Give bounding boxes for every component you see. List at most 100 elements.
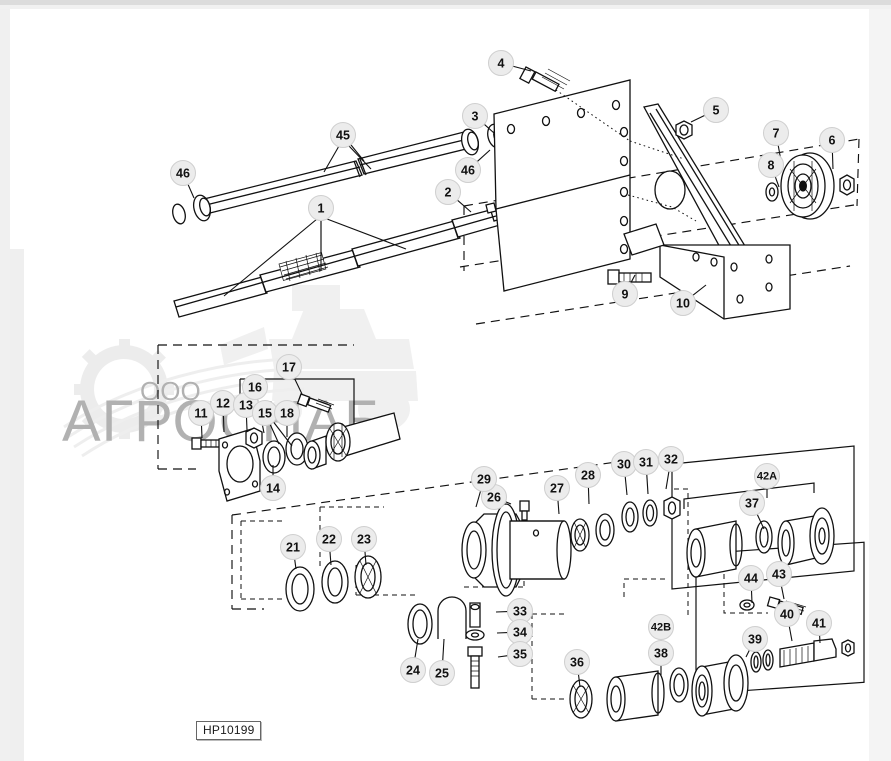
callout-12[interactable]: 12 <box>210 390 236 416</box>
leader-line-23 <box>364 551 367 566</box>
callout-4[interactable]: 4 <box>488 50 514 76</box>
leader-line-31 <box>646 474 649 495</box>
callout-24[interactable]: 24 <box>400 657 426 683</box>
callout-circle-10 <box>670 290 696 316</box>
callout-5[interactable]: 5 <box>703 97 729 123</box>
left-gutter-upper <box>10 9 24 249</box>
callout-30[interactable]: 30 <box>611 451 637 477</box>
callout-circle-2 <box>435 179 461 205</box>
callout-circle-42B <box>648 614 674 640</box>
callout-label-43: 43 <box>772 568 786 582</box>
callout-29[interactable]: 29 <box>471 466 497 492</box>
nut-5 <box>675 120 693 140</box>
callout-17[interactable]: 17 <box>276 354 302 380</box>
leader-line-29 <box>475 490 482 508</box>
callout-circle-16 <box>242 374 268 400</box>
fasteners-frame <box>519 66 693 285</box>
callout-label-46b: 46 <box>461 164 475 178</box>
callout-circle-38 <box>648 640 674 666</box>
callout-label-9: 9 <box>622 288 629 302</box>
callout-label-13: 13 <box>239 399 253 413</box>
callout-39[interactable]: 39 <box>742 626 768 652</box>
leader-item-45 <box>323 145 372 173</box>
callout-40[interactable]: 40 <box>774 601 800 627</box>
callout-3[interactable]: 3 <box>462 103 488 129</box>
callout-leader-lines <box>187 65 834 688</box>
leader-line-12 <box>222 415 225 433</box>
callout-label-5: 5 <box>713 104 720 118</box>
callout-label-41: 41 <box>812 617 826 631</box>
callout-label-30: 30 <box>617 458 631 472</box>
callout-label-35: 35 <box>513 648 527 662</box>
diagram-canvas: ООО АГРОСНАБ <box>24 9 869 761</box>
callout-label-7: 7 <box>773 127 780 141</box>
callout-circle-44 <box>738 565 764 591</box>
callout-circle-8 <box>758 152 784 178</box>
callout-9[interactable]: 9 <box>612 281 638 307</box>
callout-35[interactable]: 35 <box>507 641 533 667</box>
callout-label-10: 10 <box>676 297 690 311</box>
parts-diagram-svg: ООО АГРОСНАБ <box>62 50 865 722</box>
leader-line-11 <box>200 425 203 439</box>
callout-label-23: 23 <box>357 533 371 547</box>
callout-23[interactable]: 23 <box>351 526 377 552</box>
callout-38[interactable]: 38 <box>648 640 674 666</box>
callout-label-37: 37 <box>745 497 759 511</box>
callout-7[interactable]: 7 <box>763 120 789 146</box>
callout-2[interactable]: 2 <box>435 179 461 205</box>
callout-44[interactable]: 44 <box>738 565 764 591</box>
leader-line-26 <box>505 501 512 505</box>
leader-line-5 <box>690 114 705 123</box>
leader-line-43 <box>780 586 785 600</box>
callout-label-46: 46 <box>176 167 190 181</box>
leader-line-46b <box>476 149 491 162</box>
callout-label-45: 45 <box>336 129 350 143</box>
leader-line-13 <box>245 417 248 431</box>
callout-36[interactable]: 36 <box>564 649 590 675</box>
callout-41[interactable]: 41 <box>806 610 832 636</box>
callout-1[interactable]: 1 <box>308 195 334 221</box>
callout-6[interactable]: 6 <box>819 127 845 153</box>
callout-37[interactable]: 37 <box>739 490 765 516</box>
callout-43[interactable]: 43 <box>766 561 792 587</box>
leader-line-9 <box>630 274 636 284</box>
leader-line-27 <box>557 500 560 515</box>
callout-label-24: 24 <box>406 664 420 678</box>
callout-15[interactable]: 15 <box>252 400 278 426</box>
callout-31[interactable]: 31 <box>633 449 659 475</box>
callout-46[interactable]: 46 <box>170 160 196 186</box>
callout-label-32: 32 <box>664 453 678 467</box>
callout-label-44: 44 <box>744 572 758 586</box>
leader-line-2 <box>457 199 472 213</box>
callout-11[interactable]: 11 <box>188 400 214 426</box>
window-top-bar <box>0 0 891 5</box>
leader-line-45 <box>350 144 365 162</box>
callout-10[interactable]: 10 <box>670 290 696 316</box>
callout-32[interactable]: 32 <box>658 446 684 472</box>
callout-circle-37 <box>739 490 765 516</box>
callout-34[interactable]: 34 <box>507 619 533 645</box>
callout-27[interactable]: 27 <box>544 475 570 501</box>
leader-line-15 <box>269 424 280 445</box>
callout-45[interactable]: 45 <box>330 122 356 148</box>
callout-25[interactable]: 25 <box>429 660 455 686</box>
leader-line-40 <box>788 626 793 642</box>
callout-14[interactable]: 14 <box>260 475 286 501</box>
callout-8[interactable]: 8 <box>758 152 784 178</box>
callout-21[interactable]: 21 <box>280 534 306 560</box>
leader-line-24 <box>414 638 419 658</box>
callout-circle-25 <box>429 660 455 686</box>
callout-circle-9 <box>612 281 638 307</box>
callout-46b[interactable]: 46 <box>455 157 481 183</box>
leader-line-21 <box>294 559 297 570</box>
wheel-hub-29 <box>461 503 572 597</box>
callout-18[interactable]: 18 <box>274 400 300 426</box>
leader-line-30 <box>624 476 628 496</box>
callout-circle-46 <box>170 160 196 186</box>
callout-28[interactable]: 28 <box>575 462 601 488</box>
callout-22[interactable]: 22 <box>316 526 342 552</box>
callout-42B[interactable]: 42B <box>648 614 674 640</box>
callout-42A[interactable]: 42A <box>754 463 780 489</box>
spindle-kit-42b <box>569 638 855 722</box>
callout-16[interactable]: 16 <box>242 374 268 400</box>
